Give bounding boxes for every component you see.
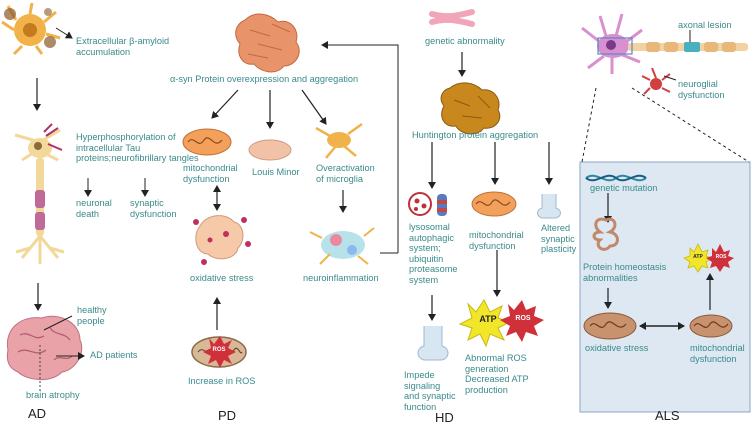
- hd-ros-burst-icon: [500, 300, 544, 342]
- pd-mito-label: mitochondrial dysfunction: [183, 163, 238, 184]
- pd-neuroinflammation-label: neuroinflammation: [303, 273, 379, 283]
- hd-chromosome-icon: [429, 9, 475, 27]
- als-atp-burst-icon: [683, 243, 713, 273]
- als-ros-badge: ROS: [715, 254, 727, 260]
- hd-lysosomal-label: lysosomal autophagic system; ubiquitin p…: [409, 222, 458, 285]
- pd-asyn-label: α-syn Protein overexpression and aggrega…: [170, 74, 359, 84]
- section-title-hd: HD: [435, 410, 454, 425]
- pd-neuroinflammation-icon: [309, 227, 375, 265]
- pd-ros-badge: ROS: [212, 347, 226, 353]
- ad-atrophy-label: brain atrophy: [26, 390, 80, 400]
- hd-lysosome-icon: [408, 192, 447, 216]
- als-ros-burst-icon: [706, 244, 734, 272]
- hd-aggregate-icon: [440, 82, 501, 135]
- pd-louis-minor-icon: [248, 139, 292, 161]
- als-mitochondria-left-icon: [583, 312, 637, 340]
- als-protein-coil-icon: [592, 217, 619, 251]
- hd-impede-label: Impede signaling and synaptic function: [404, 370, 456, 412]
- als-mitochondria-right-icon: [689, 314, 733, 338]
- section-title-als: ALS: [655, 408, 680, 423]
- ad-amyloid-neuron-icon: [1, 2, 61, 56]
- hd-abnormal-ros-label: Abnormal ROS generation Decreased ATP pr…: [465, 353, 529, 395]
- ad-neuronal-death-label: neuronal death: [76, 198, 112, 219]
- als-mito-label: mitochondrial dysfunction: [690, 343, 745, 364]
- hd-mitochondria-icon: [471, 191, 517, 217]
- als-axonal-label: axonal lesion: [678, 20, 732, 30]
- pd-mitochondria-icon: [182, 128, 232, 156]
- pd-oxidative-label: oxidative stress: [190, 273, 254, 283]
- als-neuroglial-label: neuroglial dysfunction: [678, 79, 725, 100]
- ad-patients-label: AD patients: [90, 350, 138, 360]
- pd-asyn-aggregate-icon: [235, 13, 300, 73]
- hd-aggregation-label: Huntington protein aggregation: [412, 130, 539, 140]
- section-title-pd: PD: [218, 408, 237, 423]
- als-oxidative-label: oxidative stress: [585, 343, 649, 353]
- als-genetic-label: genetic mutation: [590, 183, 658, 193]
- pd-ros-mitochondria-icon: [191, 336, 247, 368]
- hd-genetic-label: genetic abnormality: [425, 36, 505, 46]
- ad-amyloid-label: Extracellular β-amyloid accumulation: [76, 36, 170, 57]
- section-title-ad: AD: [28, 406, 47, 421]
- ad-brain-icon: [6, 315, 83, 392]
- pd-ros-increase-label: Increase in ROS: [188, 376, 256, 386]
- ad-synaptic-label: synaptic dysfunction: [130, 198, 177, 219]
- hd-mito-label: mitochondrial dysfunction: [469, 230, 524, 251]
- als-neuroglia-icon: [641, 67, 671, 95]
- pd-microglia-label: Overactivation of microglia: [316, 163, 375, 184]
- ad-tau-neuron-icon: [14, 123, 65, 264]
- hd-impede-synapse-icon: [417, 326, 449, 361]
- ad-tau-label: Hyperphosphorylation of intracellular Ta…: [76, 132, 199, 164]
- pd-louis-label: Louis Minor: [252, 167, 300, 177]
- als-motor-neuron-icon: [581, 13, 748, 74]
- pd-microglia-icon: [315, 122, 363, 159]
- als-dna-icon: [585, 174, 647, 182]
- hd-atp-burst-icon: [458, 299, 512, 348]
- hd-plasticity-label: Altered synaptic plasticity: [541, 223, 577, 255]
- ad-healthy-label: healthy people: [77, 305, 107, 326]
- als-atp-badge: ATP: [693, 254, 703, 260]
- als-homeostasis-label: Protein homeostasis abnormalities: [583, 262, 667, 283]
- hd-atp-badge: ATP: [479, 314, 497, 324]
- als-panel: [579, 161, 751, 413]
- hd-synapse-icon: [537, 194, 561, 219]
- pd-oxidative-stress-icon: [193, 215, 251, 265]
- hd-ros-badge: ROS: [515, 315, 531, 322]
